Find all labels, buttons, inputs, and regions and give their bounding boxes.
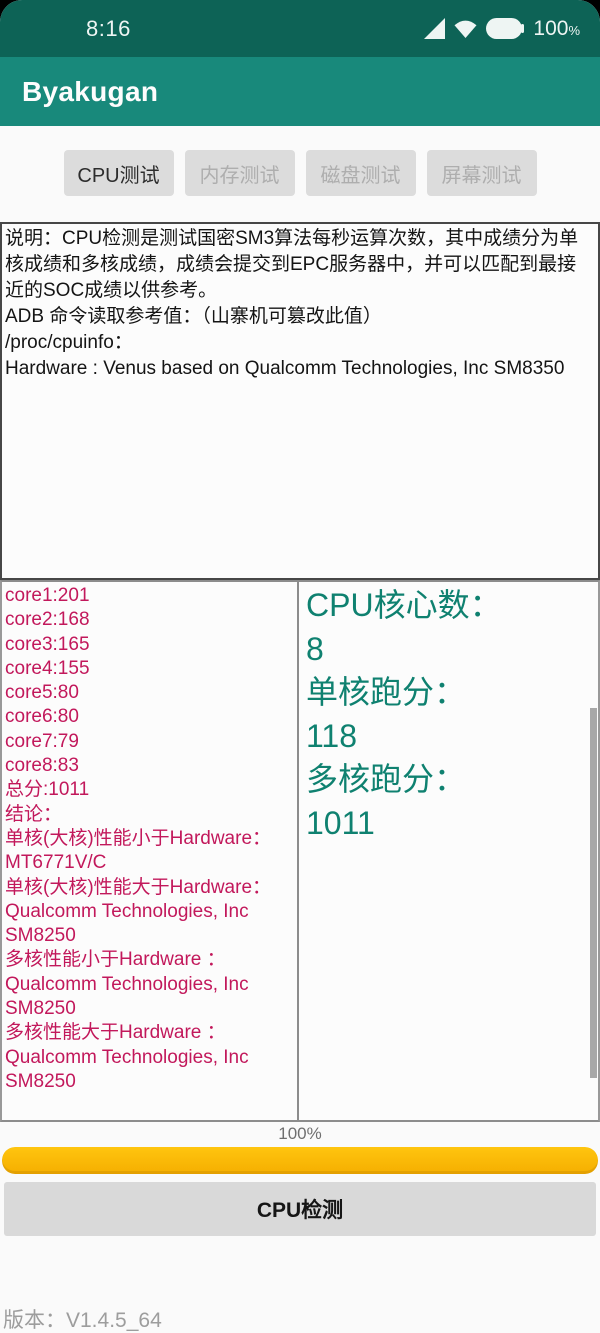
- score-label: 单核跑分：: [306, 674, 467, 710]
- battery-icon: [486, 18, 525, 39]
- score-entry: 单核跑分： 118: [306, 671, 594, 758]
- description-line: 说明：CPU检测是测试国密SM3算法每秒运算次数，其中成绩分为单核成绩和多核成绩…: [5, 228, 579, 301]
- app-title: Byakugan: [22, 75, 159, 107]
- core-result-line: 多核性能大于Hardware ：Qualcomm Technologies, I…: [5, 1022, 249, 1092]
- progress-bar-fill: [2, 1147, 598, 1174]
- progress-percent-label: 100%: [278, 1124, 322, 1143]
- core-result-line: 多核性能小于Hardware ：Qualcomm Technologies, I…: [5, 949, 249, 1020]
- status-bar: 8:16 100%: [0, 0, 600, 57]
- wifi-icon: [454, 20, 477, 38]
- percent-sign: %: [568, 22, 580, 38]
- core-result-line: 单核(大核)性能大于Hardware：Qualcomm Technologies…: [5, 876, 272, 947]
- core-result-line: core2:168: [5, 609, 90, 631]
- core-result-line: core3:165: [5, 633, 90, 655]
- signal-icon: [424, 18, 446, 39]
- score-value: 1011: [306, 804, 375, 841]
- tab-button[interactable]: CPU测试: [63, 150, 174, 196]
- description-line: /proc/cpuinfo：: [5, 332, 133, 353]
- core-result-line: core4:155: [5, 657, 90, 679]
- score-entry: CPU核心数： 8: [306, 584, 594, 671]
- score-entry: 多核跑分： 1011: [306, 758, 594, 845]
- core-result-line: core8:83: [5, 755, 79, 777]
- tab-button[interactable]: 内存测试: [184, 150, 295, 196]
- core-results-panel[interactable]: core1:201 core2:168 core3:165 core4:155 …: [2, 582, 299, 1120]
- cpu-test-button[interactable]: CPU检测: [4, 1182, 596, 1236]
- score-summary-panel: CPU核心数： 8 单核跑分： 118 多核跑分： 1011: [299, 582, 598, 1120]
- core-result-line: core7:79: [5, 730, 79, 752]
- core-result-line: core6:80: [5, 706, 79, 728]
- core-result-line: 单核(大核)性能小于Hardware：MT6771V/C: [5, 827, 272, 874]
- description-line: ADB 命令读取参考值：（山寨机可篡改此值）: [5, 306, 382, 327]
- tab-button[interactable]: 屏幕测试: [426, 150, 537, 196]
- clock: 8:16: [86, 15, 131, 41]
- battery-percent: 100%: [533, 16, 580, 40]
- description-line: Hardware : Venus based on Qualcomm Techn…: [5, 358, 565, 379]
- tab-row: CPU测试 内存测试 磁盘测试 屏幕测试: [0, 150, 600, 196]
- progress-bar: [2, 1147, 598, 1174]
- app-bar: Byakugan: [0, 57, 600, 126]
- core-result-line: 结论：: [5, 803, 63, 825]
- score-value: 118: [306, 717, 358, 754]
- score-value: 8: [306, 630, 324, 667]
- core-result-line: core1:201: [5, 585, 90, 606]
- version-label: 版本：V1.4.5_64: [3, 1309, 162, 1332]
- core-result-line: 总分:1011: [5, 779, 90, 801]
- tab-button[interactable]: 磁盘测试: [305, 150, 416, 196]
- description-box: 说明：CPU检测是测试国密SM3算法每秒运算次数，其中成绩分为单核成绩和多核成绩…: [0, 222, 600, 580]
- results-panels: core1:201 core2:168 core3:165 core4:155 …: [0, 580, 600, 1122]
- scrollbar-thumb[interactable]: [590, 708, 597, 1078]
- score-label: CPU核心数：: [306, 587, 502, 623]
- score-label: 多核跑分：: [306, 761, 467, 797]
- status-icons: 100%: [424, 17, 580, 41]
- core-result-line: core5:80: [5, 682, 79, 704]
